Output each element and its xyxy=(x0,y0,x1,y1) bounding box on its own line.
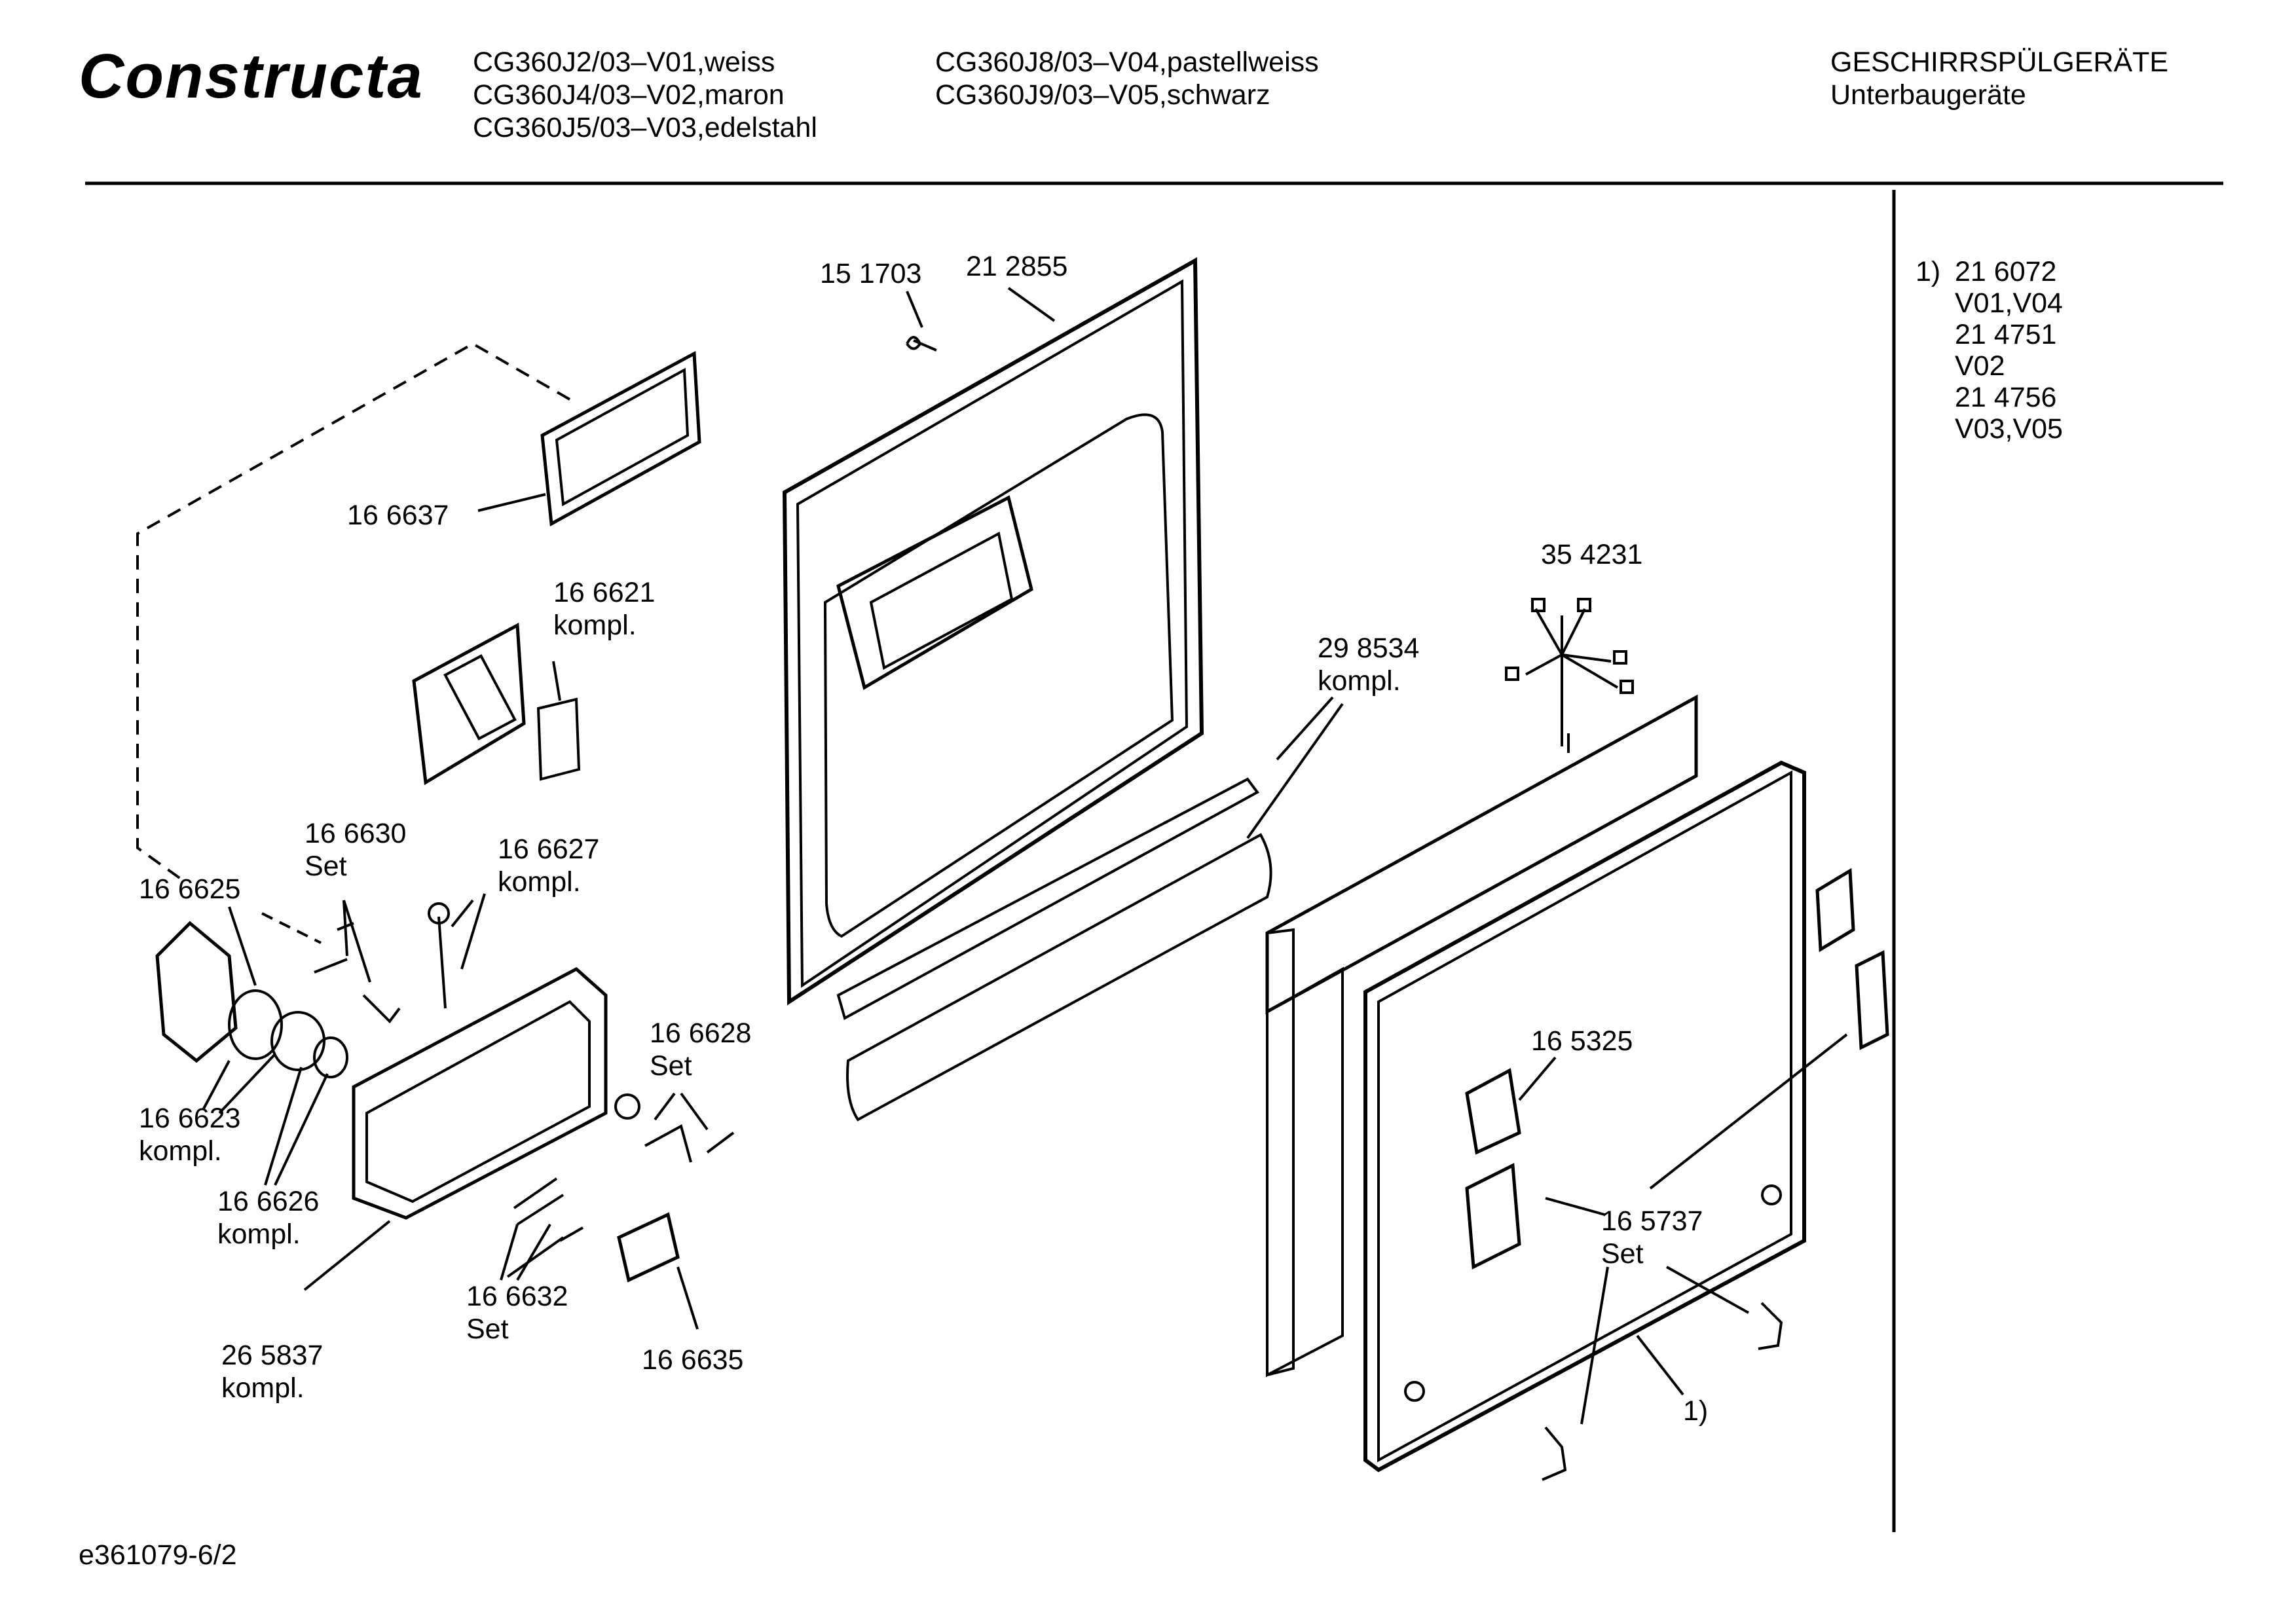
part-label: 1) xyxy=(1683,1395,1709,1427)
model-line: CG360J8/03–V04,pastellweiss xyxy=(935,46,1319,78)
part-label: 35 4231 xyxy=(1541,539,1643,570)
footnote-line: 21 4751 xyxy=(1955,319,2057,350)
category-title: GESCHIRRSPÜLGERÄTE xyxy=(1830,46,2169,78)
subcategory-title: Unterbaugeräte xyxy=(1830,79,2026,111)
footnote-line: 21 4756 xyxy=(1955,382,2057,413)
brand-logo: Constructa xyxy=(79,41,424,111)
model-line: CG360J4/03–V02,maron xyxy=(473,79,785,111)
part-label: 16 6625 xyxy=(139,873,241,905)
part-label: 15 1703 xyxy=(820,258,922,289)
footnote-line: V01,V04 xyxy=(1955,287,2063,319)
model-line: CG360J9/03–V05,schwarz xyxy=(935,79,1270,111)
part-label: 16 6635 xyxy=(642,1344,744,1376)
model-line: CG360J5/03–V03,edelstahl xyxy=(473,112,817,143)
part-label: 16 6637 xyxy=(347,500,449,531)
model-line: CG360J2/03–V01,weiss xyxy=(473,46,775,78)
drawing-id: e361079-6/2 xyxy=(79,1539,237,1571)
footnote-marker: 1) xyxy=(1916,256,1941,287)
part-label: 21 2855 xyxy=(966,251,1068,282)
footnote-line: 21 6072 xyxy=(1955,256,2057,287)
footnote-line: V03,V05 xyxy=(1955,413,2063,445)
part-label: 16 5325 xyxy=(1531,1025,1633,1057)
footnote-line: V02 xyxy=(1955,350,2005,382)
